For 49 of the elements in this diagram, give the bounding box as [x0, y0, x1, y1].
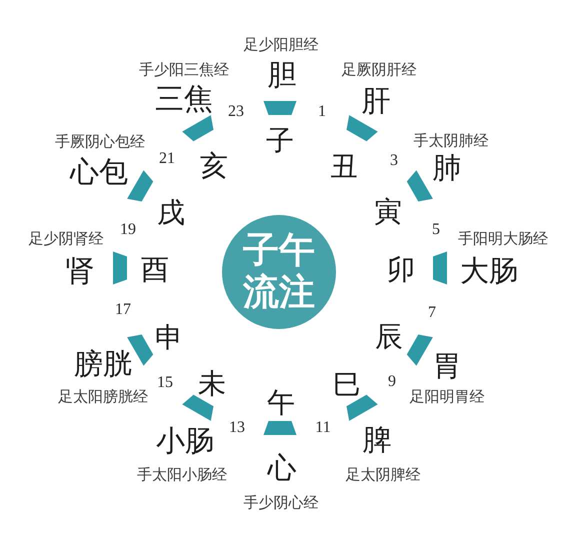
branch-character: 辰	[375, 323, 403, 351]
hour-number: 21	[159, 151, 175, 167]
organ-name: 小肠	[156, 426, 214, 456]
branch-character: 丑	[330, 153, 358, 181]
meridian-name: 手少阴心经	[244, 496, 318, 510]
branch-character: 未	[198, 370, 226, 398]
branch-character: 巳	[333, 371, 361, 399]
meridian-name: 手太阳小肠经	[137, 468, 227, 482]
organ-name: 心	[268, 454, 296, 482]
organ-name: 心包	[70, 158, 128, 186]
organ-name: 肝	[362, 86, 390, 116]
branch-character: 申	[155, 324, 183, 352]
branch-character: 卯	[387, 256, 415, 284]
hour-number: 19	[120, 222, 136, 238]
meridian-name: 足阳明胃经	[410, 390, 484, 404]
branch-character: 亥	[200, 152, 228, 180]
branch-character: 酉	[141, 256, 169, 284]
meridian-name: 手阳明大肠经	[458, 232, 548, 246]
organ-name: 大肠	[460, 256, 518, 286]
hour-number: 17	[115, 302, 131, 318]
meridian-name: 足厥阴肝经	[342, 62, 416, 78]
meridian-name: 足太阳膀胱经	[58, 390, 148, 404]
branch-character: 寅	[374, 198, 402, 226]
hour-number: 1	[318, 104, 326, 120]
organ-name: 肺	[432, 154, 462, 182]
hour-number: 5	[432, 222, 440, 238]
meridian-name: 手太阴肺经	[414, 134, 488, 148]
hour-number: 15	[157, 375, 173, 391]
branch-character: 子	[266, 127, 294, 155]
organ-name: 脾	[362, 426, 392, 454]
hour-number: 11	[315, 420, 331, 436]
meridian-name: 足太阴脾经	[346, 468, 420, 482]
organ-name: 肾	[66, 256, 94, 286]
organ-name: 胆	[268, 60, 296, 90]
meridian-name: 足少阳胆经	[244, 38, 318, 52]
organ-name: 胃	[432, 352, 462, 380]
organ-name: 三焦	[155, 84, 213, 114]
hour-number: 23	[228, 104, 244, 120]
hour-number: 7	[428, 305, 436, 321]
hour-number: 9	[388, 374, 396, 390]
branch-character: 午	[267, 389, 295, 417]
meridian-name: 手厥阴心包经	[55, 134, 145, 150]
branch-character: 戌	[157, 199, 185, 227]
hour-number: 13	[229, 420, 245, 436]
meridian-name: 手少阳三焦经	[139, 62, 229, 78]
hour-number: 3	[390, 153, 398, 169]
meridian-name: 足少阴肾经	[28, 232, 104, 246]
center-circle: 子午流注	[222, 215, 336, 329]
organ-name: 膀胱	[74, 350, 132, 378]
